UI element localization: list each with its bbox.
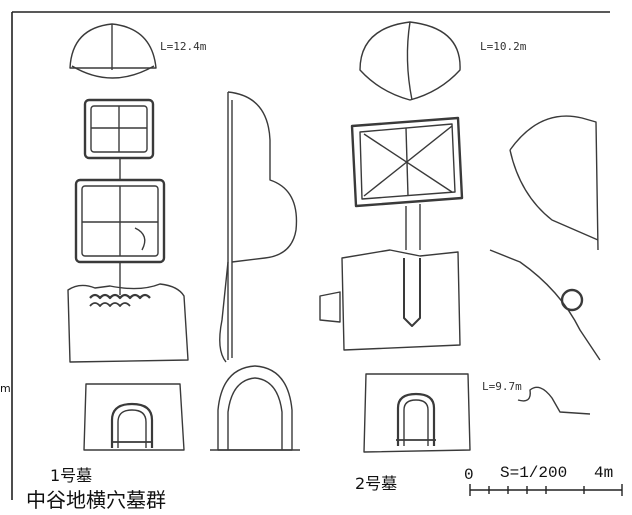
tomb2-profile <box>489 115 601 361</box>
scale-bar <box>469 484 623 496</box>
tomb2-dome-section <box>359 21 461 101</box>
scale-max: 4m <box>594 464 614 482</box>
tomb1-entrance-plan <box>67 283 189 363</box>
tomb1-dome-section <box>69 23 157 79</box>
tomb2-entrance-plan <box>319 249 461 351</box>
scale-zero: 0 <box>464 466 474 484</box>
tomb1-arch-section <box>210 365 300 451</box>
tomb1-length-label: L=12.4m <box>160 40 207 53</box>
tomb2-chamber <box>350 116 464 250</box>
edge-letter: m <box>0 382 11 395</box>
tomb2-small-section <box>517 386 591 415</box>
tomb2-length-label: L=10.2m <box>480 40 527 53</box>
tomb2-chamber-length-label: L=9.7m <box>482 380 522 393</box>
tomb2-entrance-elevation <box>363 373 471 453</box>
tomb1-lower-chamber <box>74 158 166 295</box>
tomb2-caption: 2号墓 <box>355 474 398 493</box>
tomb1-entrance-elevation <box>83 383 185 451</box>
site-title: 中谷地横穴墓群 <box>26 488 166 512</box>
tomb1-caption: 1号墓 <box>50 466 93 485</box>
scale-ratio: S=1/200 <box>500 464 568 482</box>
tomb1-upper-chamber <box>83 98 155 160</box>
tomb1-profile <box>219 91 298 363</box>
